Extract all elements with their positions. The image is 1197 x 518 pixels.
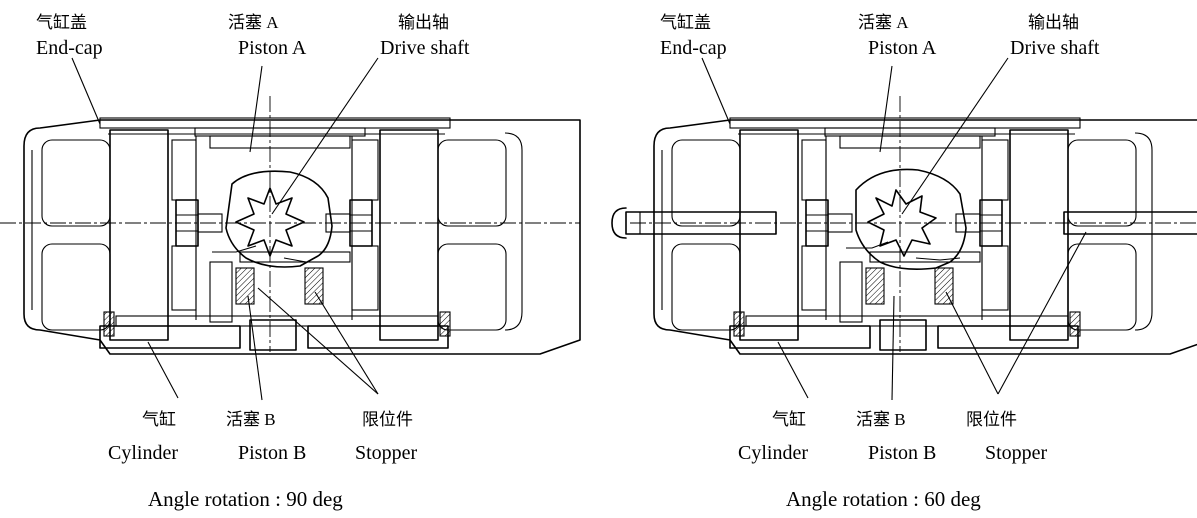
drive-shaft-en-label: Drive shaft bbox=[1010, 37, 1100, 59]
piston-a-cn-label: 活塞 A bbox=[858, 13, 909, 32]
piston-b-en-label: Piston B bbox=[238, 442, 306, 464]
endcap-cn-label: 气缸盖 bbox=[660, 12, 711, 32]
drive-shaft-cn-label: 输出轴 bbox=[1028, 13, 1079, 32]
endcap-cn-label: 气缸盖 bbox=[36, 12, 87, 32]
caption-right: Angle rotation : 60 deg bbox=[786, 487, 981, 511]
endcap-en-label: End-cap bbox=[660, 37, 727, 59]
cylinder-en-label: Cylinder bbox=[108, 442, 178, 464]
figure-left: 气缸盖 End-cap 活塞 A Piston A 输出轴 Drive shaf… bbox=[0, 12, 581, 511]
piston-b-en-label: Piston B bbox=[868, 442, 936, 464]
drive-shaft-en-label: Drive shaft bbox=[380, 37, 470, 59]
piston-a-en-label: Piston A bbox=[238, 37, 307, 59]
endcap-en-label: End-cap bbox=[36, 37, 103, 59]
piston-a-en-label: Piston A bbox=[868, 37, 937, 59]
stopper-cn-label: 限位件 bbox=[362, 410, 413, 429]
stopper-en-label: Stopper bbox=[985, 442, 1048, 464]
cylinder-cn-label: 气缸 bbox=[142, 409, 176, 429]
stopper-cn-label: 限位件 bbox=[966, 410, 1017, 429]
stopper-en-label: Stopper bbox=[355, 442, 418, 464]
caption-left: Angle rotation : 90 deg bbox=[148, 487, 343, 511]
cylinder-cn-label: 气缸 bbox=[772, 409, 806, 429]
piston-b-cn-label: 活塞 B bbox=[856, 410, 906, 429]
piston-b-cn-label: 活塞 B bbox=[226, 410, 276, 429]
figure-right: 气缸盖 End-cap 活塞 A Piston A 输出轴 Drive shaf… bbox=[611, 12, 1197, 511]
drive-shaft-cn-label: 输出轴 bbox=[398, 13, 449, 32]
piston-a-cn-label: 活塞 A bbox=[228, 13, 279, 32]
cylinder-en-label: Cylinder bbox=[738, 442, 808, 464]
